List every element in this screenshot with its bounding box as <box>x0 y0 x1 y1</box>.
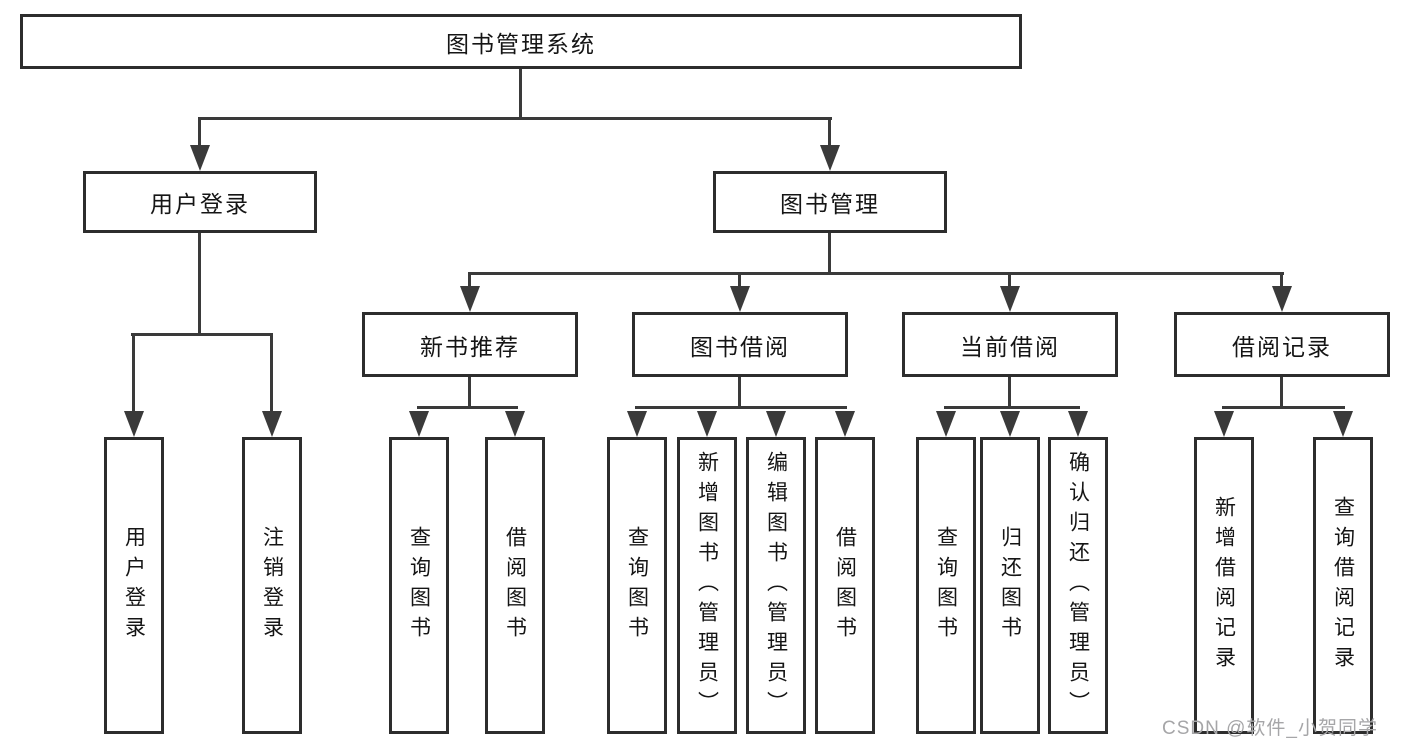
edge-borrowing-rail <box>635 406 847 409</box>
leaf-borrowing-query-books: 查询图书 <box>607 437 667 734</box>
edge-borrowing-stub <box>738 377 741 408</box>
node-book-management-label: 图书管理 <box>780 191 880 217</box>
node-library-system-label: 图书管理系统 <box>446 30 596 57</box>
leaf-recommend-borrow-books: 借阅图书 <box>485 437 545 734</box>
leaf-records-add-record: 新增借阅记录 <box>1194 437 1254 734</box>
leaf-borrowing-edit-books-admin: 编辑图书（管理员） <box>746 437 806 734</box>
arrow-down-icon <box>936 411 956 437</box>
edge-book-management-rail <box>468 272 1284 275</box>
arrow-down-icon <box>835 411 855 437</box>
edge-user-login-rail <box>131 333 273 336</box>
arrow-down-icon <box>1333 411 1353 437</box>
edge-drop-current-borrowing <box>1008 272 1011 288</box>
arrow-down-icon <box>124 411 144 437</box>
node-new-book-recommend: 新书推荐 <box>362 312 578 377</box>
leaf-borrowing-query-books-label: 查询图书 <box>625 525 649 646</box>
arrow-down-icon <box>730 286 750 312</box>
leaf-recommend-query-books-label: 查询图书 <box>407 525 431 646</box>
arrow-down-icon <box>766 411 786 437</box>
arrow-down-icon <box>409 411 429 437</box>
leaf-current-confirm-return-admin-label: 确认归还（管理员） <box>1066 450 1090 721</box>
leaf-user-login-label: 用户登录 <box>122 525 146 646</box>
leaf-borrowing-borrow-books: 借阅图书 <box>815 437 875 734</box>
leaf-recommend-query-books: 查询图书 <box>389 437 449 734</box>
arrow-down-icon <box>1272 286 1292 312</box>
csdn-watermark: CSDN @软件_小贺同学 <box>1162 718 1378 739</box>
node-book-borrowing-label: 图书借阅 <box>690 333 790 360</box>
leaf-current-query-books: 查询图书 <box>916 437 976 734</box>
leaf-user-login: 用户登录 <box>104 437 164 734</box>
arrow-down-icon <box>1000 286 1020 312</box>
arrow-down-icon <box>262 411 282 437</box>
edge-root-drop-user-login <box>198 117 201 147</box>
edge-current-rail <box>944 406 1080 409</box>
edge-drop-new-book-recommend <box>468 272 471 288</box>
arrow-down-icon <box>1000 411 1020 437</box>
edge-root-drop-book-management <box>828 117 831 147</box>
node-current-borrowing: 当前借阅 <box>902 312 1118 377</box>
edge-user-login-drop-logout <box>270 333 273 413</box>
leaf-current-return-books: 归还图书 <box>980 437 1040 734</box>
arrow-down-icon <box>505 411 525 437</box>
edge-root-stub <box>519 68 522 120</box>
arrow-down-icon <box>460 286 480 312</box>
node-library-system: 图书管理系统 <box>20 14 1022 69</box>
leaf-records-query-record-label: 查询借阅记录 <box>1331 495 1355 676</box>
leaf-current-return-books-label: 归还图书 <box>998 525 1022 646</box>
arrow-down-icon <box>190 145 210 171</box>
node-current-borrowing-label: 当前借阅 <box>960 333 1060 360</box>
leaf-current-query-books-label: 查询图书 <box>934 525 958 646</box>
edge-root-rail <box>198 117 832 120</box>
node-borrowing-records: 借阅记录 <box>1174 312 1390 377</box>
node-new-book-recommend-label: 新书推荐 <box>420 333 520 360</box>
arrow-down-icon <box>1214 411 1234 437</box>
edge-current-stub <box>1008 377 1011 408</box>
edge-records-rail <box>1222 406 1345 409</box>
leaf-borrowing-add-books-admin: 新增图书（管理员） <box>677 437 737 734</box>
leaf-records-add-record-label: 新增借阅记录 <box>1212 495 1236 676</box>
leaf-records-query-record: 查询借阅记录 <box>1313 437 1373 734</box>
leaf-logout-label: 注销登录 <box>260 525 284 646</box>
edge-user-login-drop-login <box>132 333 135 413</box>
edge-records-stub <box>1280 377 1283 408</box>
edge-drop-borrowing-records <box>1280 272 1283 288</box>
leaf-borrowing-edit-books-admin-label: 编辑图书（管理员） <box>764 450 788 721</box>
edge-user-login-stub <box>198 233 201 335</box>
arrow-down-icon <box>697 411 717 437</box>
edge-drop-book-borrowing <box>738 272 741 288</box>
leaf-current-confirm-return-admin: 确认归还（管理员） <box>1048 437 1108 734</box>
node-borrowing-records-label: 借阅记录 <box>1232 333 1332 360</box>
node-user-login-label: 用户登录 <box>150 191 250 217</box>
arrow-down-icon <box>627 411 647 437</box>
leaf-borrowing-borrow-books-label: 借阅图书 <box>833 525 857 646</box>
edge-recommend-stub <box>468 377 471 408</box>
edge-book-management-stub <box>828 233 831 274</box>
edge-recommend-rail <box>417 406 518 409</box>
leaf-borrowing-add-books-admin-label: 新增图书（管理员） <box>695 450 719 721</box>
arrow-down-icon <box>820 145 840 171</box>
node-book-management: 图书管理 <box>713 171 947 233</box>
node-book-borrowing: 图书借阅 <box>632 312 848 377</box>
leaf-logout: 注销登录 <box>242 437 302 734</box>
node-user-login: 用户登录 <box>83 171 317 233</box>
leaf-recommend-borrow-books-label: 借阅图书 <box>503 525 527 646</box>
arrow-down-icon <box>1068 411 1088 437</box>
